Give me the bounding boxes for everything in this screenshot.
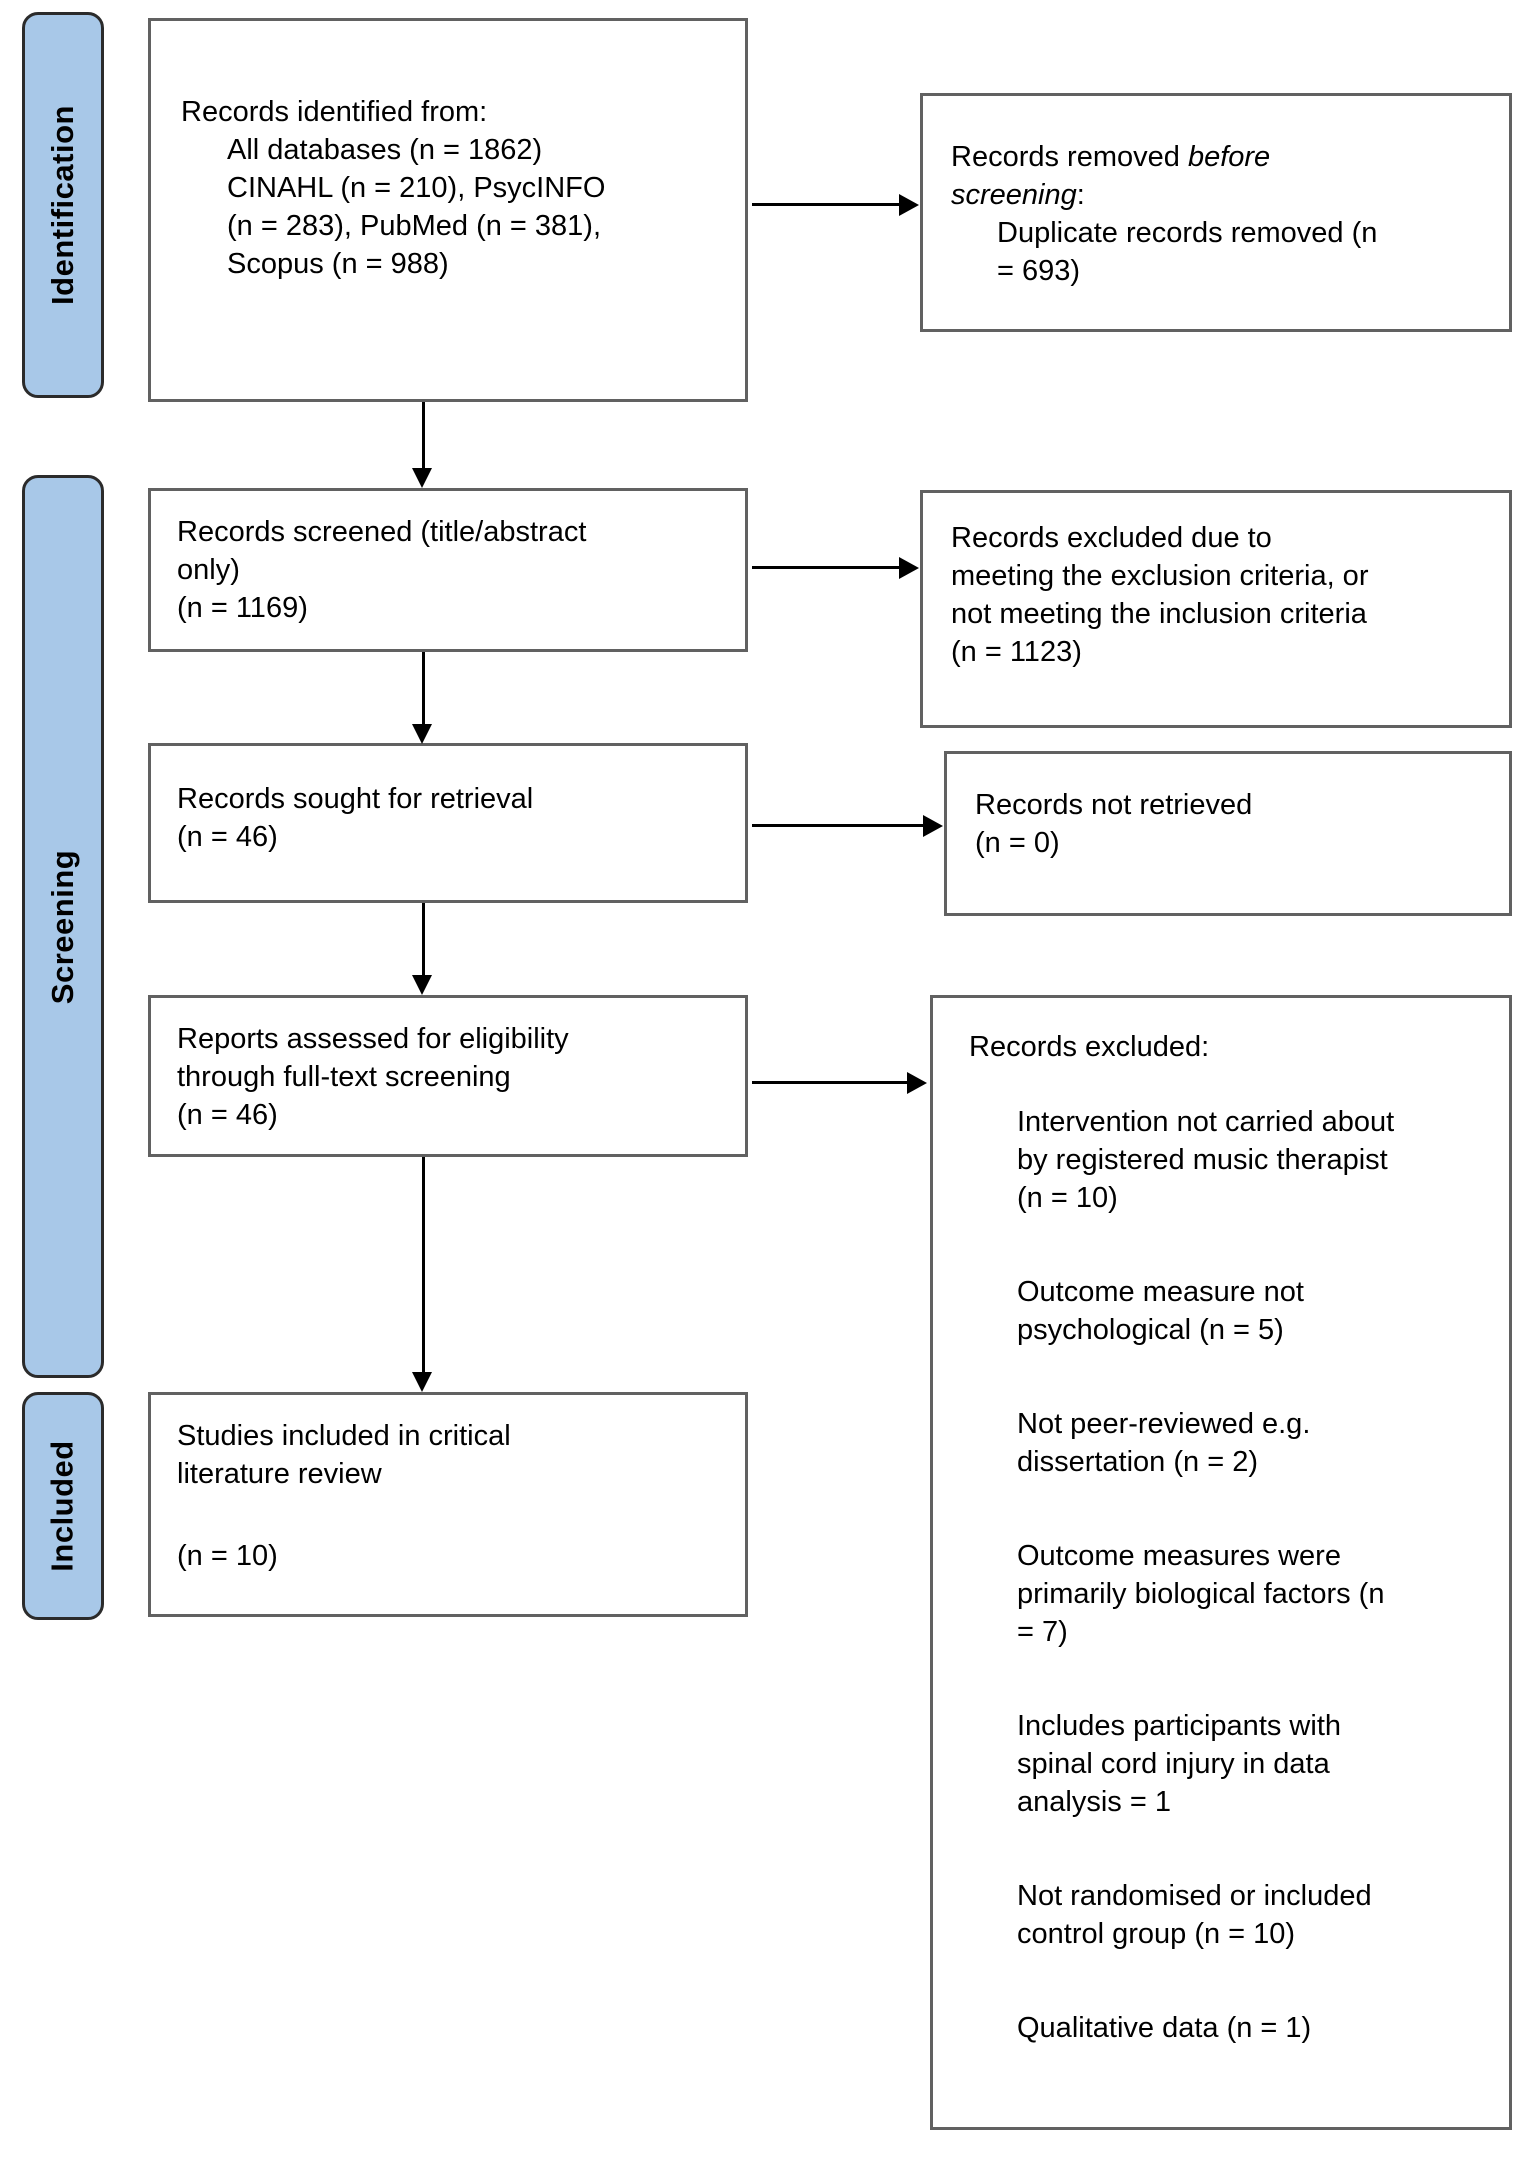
text-line: Qualitative data (n = 1)	[1017, 2012, 1312, 2044]
exclusion-item: Intervention not carried about by regist…	[1017, 1103, 1485, 1217]
text-line: Records sought for retrieval	[177, 783, 534, 815]
stage-label-identification: Identification	[22, 12, 104, 398]
text-line: Reports assessed for eligibility	[177, 1023, 569, 1055]
stage-label-identification-text: Identification	[45, 105, 81, 305]
box-studies-included: Studies included in critical literature …	[148, 1392, 748, 1617]
text-line: Includes participants with	[1017, 1710, 1341, 1742]
text-line: Intervention not carried about	[1017, 1106, 1395, 1138]
arrow-line-sought-to-assessed	[422, 903, 425, 975]
text-line: primarily biological factors (n	[1017, 1578, 1385, 1610]
arrow-line-identified-to-screened	[422, 402, 425, 468]
exclusion-item: Includes participants with spinal cord i…	[1017, 1707, 1485, 1821]
arrowhead-down-icon	[412, 975, 432, 995]
text-line: Records screened (title/abstract	[177, 516, 587, 548]
text-line: Duplicate records removed (n	[997, 217, 1378, 249]
arrowhead-right-icon	[899, 557, 919, 579]
text-line: Records excluded due to	[951, 522, 1272, 554]
arrow-line-identified-to-removed	[752, 203, 899, 206]
stage-label-included-text: Included	[45, 1440, 81, 1572]
arrowhead-right-icon	[899, 194, 919, 216]
arrow-line-assessed-to-included	[422, 1157, 425, 1372]
arrowhead-down-icon	[412, 724, 432, 744]
text-line: Records removed before	[951, 141, 1271, 173]
text-line: Records excluded:	[969, 1031, 1210, 1063]
arrowhead-right-icon	[923, 815, 943, 837]
box-records-identified: Records identified from: All databases (…	[148, 18, 748, 402]
text-line: meeting the exclusion criteria, or	[951, 560, 1369, 592]
box-records-not-retrieved: Records not retrieved (n = 0)	[944, 751, 1512, 916]
box-records-excluded-fulltext: Records excluded: Intervention not carri…	[930, 995, 1512, 2130]
box-records-excluded-criteria: Records excluded due to meeting the excl…	[920, 490, 1512, 728]
text-line: (n = 283), PubMed (n = 381),	[227, 210, 601, 242]
text-line: Records not retrieved	[975, 789, 1253, 821]
stage-label-included: Included	[22, 1392, 104, 1620]
arrowhead-down-icon	[412, 468, 432, 488]
arrow-line-screened-to-excluded	[752, 566, 899, 569]
text-line: (n = 0)	[975, 827, 1060, 859]
text-line: = 7)	[1017, 1616, 1068, 1648]
text-line: Scopus (n = 988)	[227, 248, 449, 280]
text-line: only)	[177, 554, 240, 586]
text-line: (n = 46)	[177, 1099, 278, 1131]
text-line: = 693)	[997, 255, 1081, 287]
text-line: Records identified from:	[181, 96, 488, 128]
text-line: Outcome measure not	[1017, 1276, 1304, 1308]
text-line: Outcome measures were	[1017, 1540, 1341, 1572]
text-line: (n = 46)	[177, 821, 278, 853]
arrow-line-sought-to-notretrieved	[752, 824, 923, 827]
text-line: psychological (n = 5)	[1017, 1314, 1284, 1346]
arrow-line-assessed-to-excluded	[752, 1081, 907, 1084]
text-line: (n = 10)	[177, 1540, 278, 1572]
text-line: dissertation (n = 2)	[1017, 1446, 1258, 1478]
text-line: not meeting the inclusion criteria	[951, 598, 1367, 630]
box-reports-assessed: Reports assessed for eligibility through…	[148, 995, 748, 1157]
exclusion-item: Not peer-reviewed e.g. dissertation (n =…	[1017, 1405, 1485, 1481]
exclusion-item: Outcome measures were primarily biologic…	[1017, 1537, 1485, 1651]
text-line: through full-text screening	[177, 1061, 511, 1093]
exclusion-item: Outcome measure not psychological (n = 5…	[1017, 1273, 1485, 1349]
exclusion-item: Not randomised or included control group…	[1017, 1877, 1485, 1953]
text-line: Not peer-reviewed e.g.	[1017, 1408, 1311, 1440]
text-line: (n = 1123)	[951, 636, 1082, 668]
box-records-removed-before-screening: Records removed before screening: Duplic…	[920, 93, 1512, 332]
arrowhead-down-icon	[412, 1372, 432, 1392]
text-line: literature review	[177, 1458, 382, 1490]
box-records-sought: Records sought for retrieval (n = 46)	[148, 743, 748, 903]
text-line: control group (n = 10)	[1017, 1918, 1296, 1950]
exclusion-item: Qualitative data (n = 1)	[1017, 2009, 1485, 2047]
text-line: analysis = 1	[1017, 1786, 1171, 1818]
text-line: Not randomised or included	[1017, 1880, 1372, 1912]
text-line: by registered music therapist	[1017, 1144, 1388, 1176]
text-line: CINAHL (n = 210), PsycINFO	[227, 172, 606, 204]
text-line: (n = 1169)	[177, 592, 308, 624]
arrow-line-screened-to-sought	[422, 652, 425, 724]
text-line: All databases (n = 1862)	[227, 134, 543, 166]
stage-label-screening: Screening	[22, 475, 104, 1378]
text-line: spinal cord injury in data	[1017, 1748, 1330, 1780]
text-line: Studies included in critical	[177, 1420, 511, 1452]
text-line: screening:	[951, 179, 1085, 211]
text-line: (n = 10)	[1017, 1182, 1118, 1214]
stage-label-screening-text: Screening	[45, 849, 81, 1004]
box-records-screened: Records screened (title/abstract only) (…	[148, 488, 748, 652]
arrowhead-right-icon	[907, 1072, 927, 1094]
